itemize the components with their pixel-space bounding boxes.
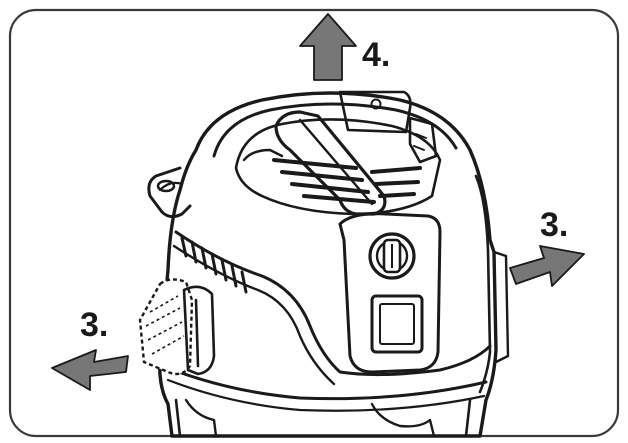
step-label-lift: 4.	[362, 36, 390, 74]
arrow-icon	[299, 13, 357, 81]
buckle-clip-icon	[138, 278, 216, 376]
arrow-icon	[51, 349, 129, 391]
screw-icon	[370, 98, 382, 110]
socket-panel-icon	[370, 294, 424, 354]
grille-vents	[272, 158, 422, 204]
arrow-icon	[509, 245, 585, 287]
step-label-unclip-left: 3.	[80, 306, 108, 344]
step-label-unclip-right: 3.	[540, 206, 568, 244]
vacuum-cleaner-head-icon	[138, 90, 510, 438]
rotary-switch-icon	[368, 232, 416, 280]
